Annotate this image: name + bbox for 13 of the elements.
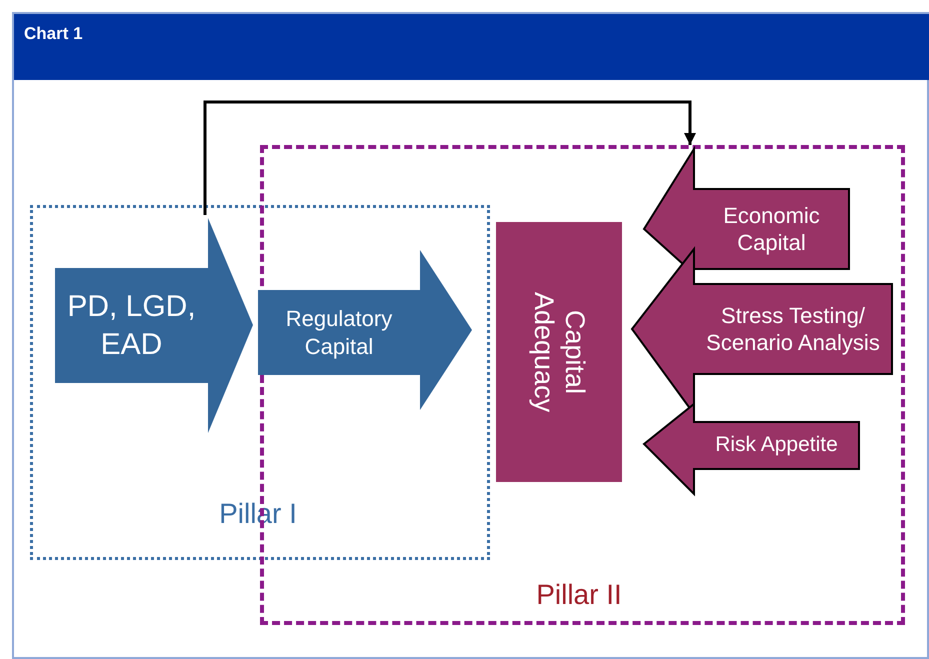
pointed-banner: [644, 404, 859, 494]
arrow-label: Regulatory Capital: [284, 305, 394, 360]
pointed-banner: [258, 250, 472, 410]
arrow-label: Risk Appetite: [715, 432, 838, 458]
arrow-label: Economic Capital: [722, 202, 821, 256]
arrow-label: PD, LGD, EAD: [66, 289, 197, 362]
pointed-banner: [55, 218, 253, 433]
process-box: [496, 222, 622, 482]
region-label: Pillar II: [535, 579, 623, 611]
box-label: Capital Adequacy: [528, 290, 590, 414]
arrow-label: Stress Testing/ Scenario Analysis: [705, 302, 881, 356]
arrow: [204, 100, 696, 215]
chart-title: Chart 1: [24, 24, 83, 44]
